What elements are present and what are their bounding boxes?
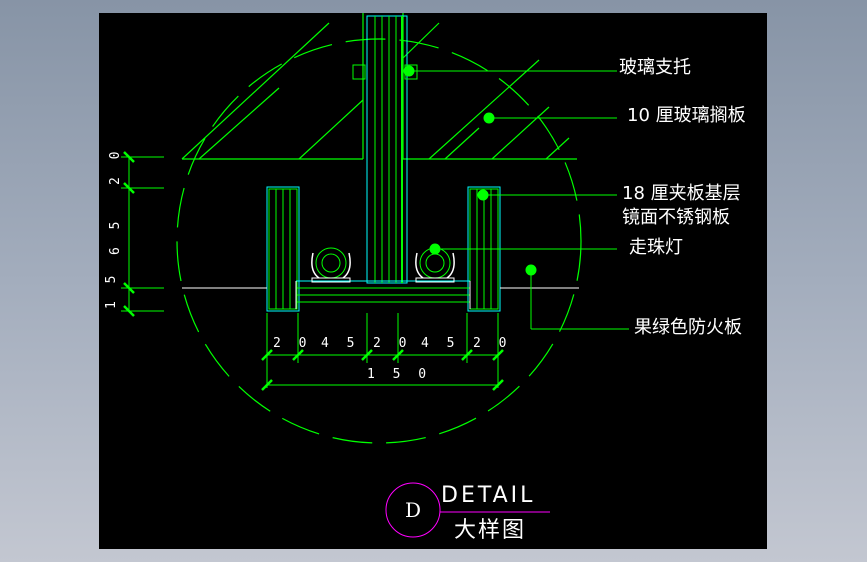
dim-h-1: 2 0 — [273, 336, 312, 351]
leader-lines — [403, 65, 629, 330]
dim-h-2: 4 5 — [321, 336, 360, 351]
title-chinese: 大样图 — [454, 518, 527, 543]
dim-total: 1 5 0 — [367, 367, 432, 382]
label-stainless-mirror: 镜面不锈钢板 — [622, 207, 730, 228]
detail-boundary-circle — [176, 38, 582, 444]
dim-h-4: 4 5 — [421, 336, 460, 351]
dim-v-1: 2 0 — [108, 146, 123, 185]
detail-marker-letter: D — [405, 498, 422, 522]
spotlight-left — [311, 247, 351, 283]
dim-v-2: 6 5 — [108, 216, 123, 255]
label-plywood-base: 18 厘夹板基层 — [622, 183, 741, 204]
label-glass-support: 玻璃支托 — [619, 57, 691, 78]
cad-drawing-canvas[interactable]: 玻璃支托 10 厘玻璃搁板 18 厘夹板基层 镜面不锈钢板 走珠灯 果绿色防火板… — [99, 13, 767, 549]
label-fireboard: 果绿色防火板 — [634, 317, 742, 338]
label-glass-shelf: 10 厘玻璃搁板 — [627, 105, 746, 126]
detail-drawing — [121, 13, 629, 538]
detail-marker-circle — [385, 482, 441, 538]
label-spotlight: 走珠灯 — [629, 237, 683, 258]
dim-h-5: 2 0 — [473, 336, 512, 351]
title-english: DETAIL — [441, 483, 536, 508]
dimension-ticks — [261, 349, 504, 391]
center-upright — [366, 15, 408, 284]
dim-h-3: 2 0 — [373, 336, 412, 351]
glass-shelf — [181, 13, 577, 160]
dim-v-3: 1 5 — [104, 270, 119, 309]
horizontal-dimension-lines — [266, 313, 499, 388]
